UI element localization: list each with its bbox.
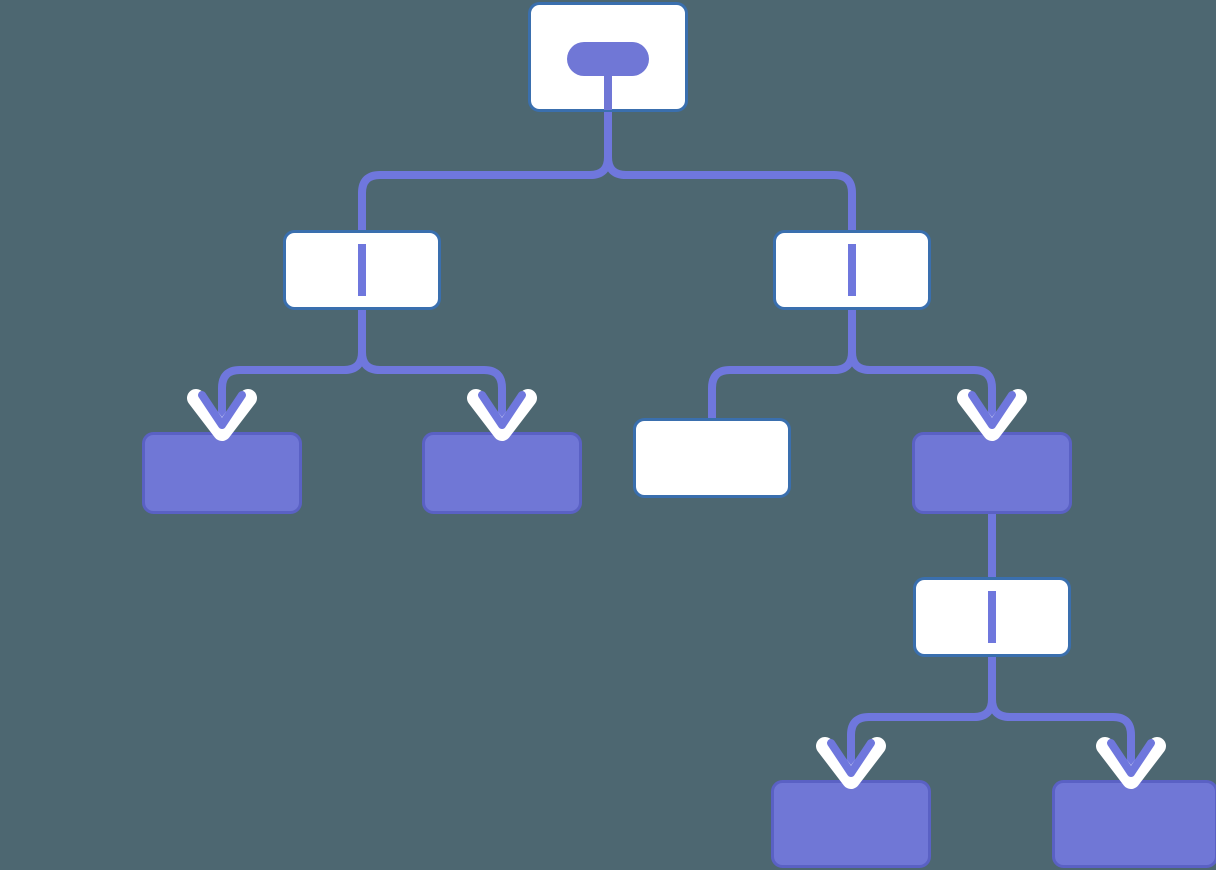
node-box-l5-b[interactable] [1052,780,1216,868]
arrow-outline-icon [187,389,257,441]
node-root[interactable] [528,2,688,112]
node-l3-a[interactable] [142,432,302,514]
passthrough-line-l2-right [848,244,856,296]
passthrough-layer [358,244,996,643]
edge-layer [218,110,1135,782]
arrow-outline-icon [1096,737,1166,789]
node-l3-b[interactable] [422,432,582,514]
node-box-l5-a[interactable] [771,780,931,868]
arrow-chevron-icon [1107,739,1155,777]
arrowhead-l4-to-l5-a [816,737,886,789]
arrowhead-l2-right-to-l3-d [957,389,1027,441]
edge-l2-left-to-l3-b [358,310,506,434]
node-box-l3-d[interactable] [912,432,1072,514]
edge-l2-right-to-l3-d [848,310,996,434]
arrow-outline-icon [467,389,537,441]
edge-l2-right-to-l3-c [708,310,856,418]
arrow-outline-icon [816,737,886,789]
node-box-l3-b[interactable] [422,432,582,514]
edge-l4-to-l5-b [988,657,1135,782]
arrowhead-l4-to-l5-b [1096,737,1166,789]
arrowhead-l2-left-to-l3-a [187,389,257,441]
node-l3-c[interactable] [633,418,791,498]
root-pill-icon [567,42,649,76]
node-box-l3-c[interactable] [633,418,791,498]
arrowhead-l2-left-to-l3-b [467,389,537,441]
node-l3-d[interactable] [912,432,1072,514]
node-layer [142,2,1216,868]
passthrough-line-l2-left [358,244,366,296]
arrow-chevron-icon [968,391,1016,429]
arrow-chevron-icon [198,391,246,429]
arrowhead-layer [187,389,1166,789]
arrow-chevron-icon [478,391,526,429]
edge-root-to-l2-right [604,110,856,230]
arrow-chevron-icon [827,739,875,777]
node-box-l3-a[interactable] [142,432,302,514]
edge-root-to-l2-left [358,110,612,230]
root-pill-stem-icon [604,76,612,110]
node-l5-a[interactable] [771,780,931,868]
arrow-outline-icon [957,389,1027,441]
passthrough-line-l4 [988,591,996,643]
node-l5-b[interactable] [1052,780,1216,868]
